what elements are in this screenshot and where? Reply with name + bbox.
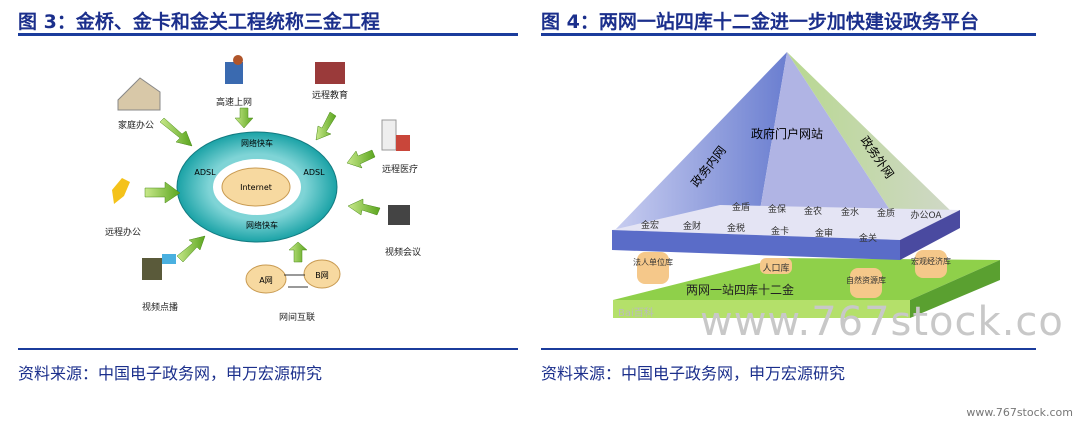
title-rule — [541, 33, 1036, 36]
ring-label: 网络快车 — [246, 220, 278, 230]
node-label: 高速上网 — [216, 96, 252, 108]
node-label: 远程教育 — [312, 89, 348, 101]
project-label: 金宏 — [641, 219, 659, 231]
ring-label: 网络快车 — [241, 138, 273, 148]
figure-4-source: 资料来源：中国电子政务网，申万宏源研究 — [541, 364, 846, 383]
footer-url: www.767stock.com — [966, 406, 1073, 419]
ring-label: ADSL — [303, 168, 325, 177]
node-label: 远程医疗 — [382, 163, 418, 175]
source-rule — [541, 348, 1036, 350]
project-label: 金盾 — [732, 201, 750, 213]
title-rule — [18, 33, 518, 36]
net-a-label: A网 — [259, 276, 272, 285]
ring-label: ADSL — [194, 168, 216, 177]
project-label: 金审 — [815, 227, 833, 239]
figure-3-title: 图 3：金桥、金卡和金关工程统称三金工程 — [18, 11, 380, 33]
project-label: 金水 — [841, 206, 859, 218]
node-label: 视频会议 — [385, 246, 421, 258]
project-label: 金关 — [859, 232, 877, 244]
figure-3-source: 资料来源：中国电子政务网，申万宏源研究 — [18, 364, 323, 383]
project-label: 金农 — [804, 205, 822, 217]
pillar-label: 自然资源库 — [846, 275, 886, 285]
net-b-label: B网 — [315, 271, 329, 280]
project-label: 金财 — [683, 220, 701, 232]
node-icons — [112, 55, 410, 294]
node-label: 家庭办公 — [118, 119, 154, 131]
pillars — [637, 250, 947, 298]
project-label: 金卡 — [771, 225, 789, 237]
figure-4-title: 图 4：两网一站四库十二金进一步加快建设政务平台 — [541, 11, 979, 33]
internet-label: Internet — [240, 183, 272, 192]
baidu-logo: Bai百科 — [618, 306, 654, 319]
node-label: 远程办公 — [105, 226, 141, 238]
pillar-label: 法人单位库 — [633, 257, 673, 267]
pillar-label: 宏观经济库 — [911, 256, 951, 266]
source-rule — [18, 348, 518, 350]
face-center-label: 政府门户网站 — [751, 126, 823, 141]
node-label: 视频点播 — [142, 301, 178, 313]
arrows — [144, 107, 381, 263]
node-label: 网间互联 — [279, 311, 315, 323]
project-label: 金税 — [727, 222, 745, 234]
watermark: www.767stock.co — [700, 299, 1064, 345]
project-label: 金质 — [877, 207, 895, 219]
project-label: 办公OA — [910, 209, 942, 221]
pillar-label: 人口库 — [762, 262, 789, 274]
project-label: 金保 — [768, 203, 786, 215]
base-label: 两网一站四库十二金 — [686, 282, 794, 297]
